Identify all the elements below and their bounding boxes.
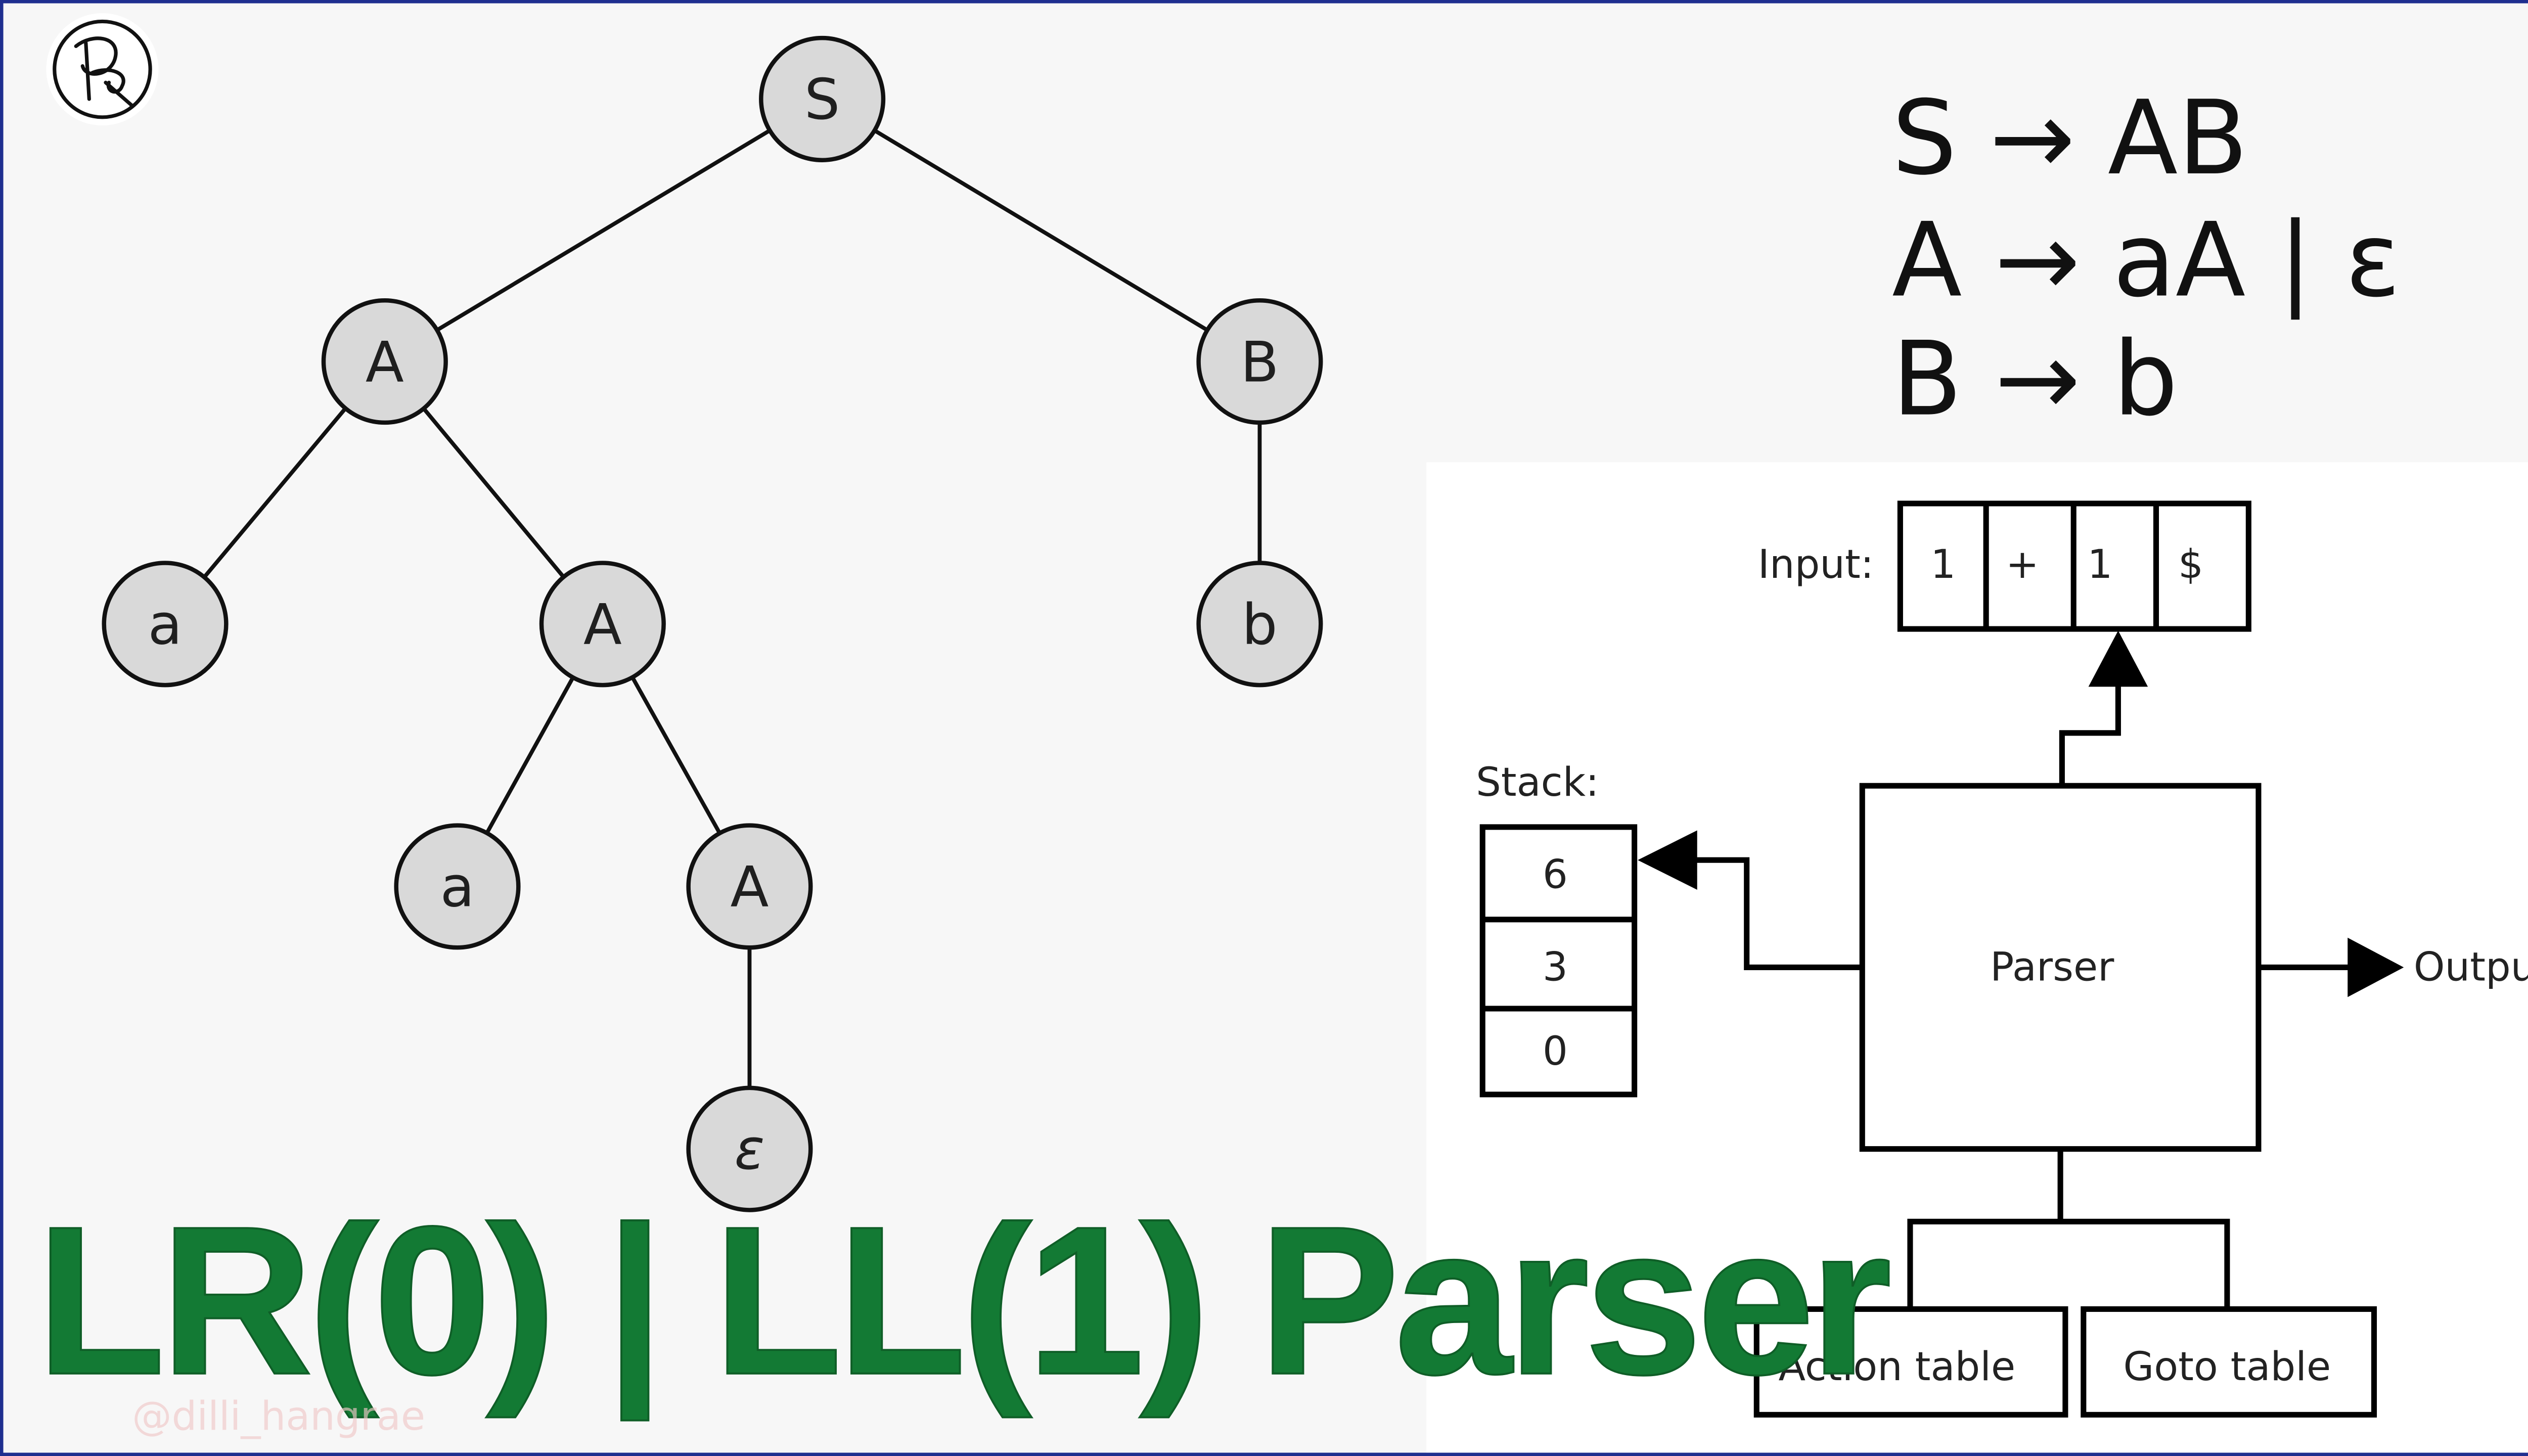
action-table-label: Action table: [1778, 1344, 2015, 1390]
tree-node-circle: [321, 298, 448, 425]
tree-node-circle: [394, 823, 521, 950]
tree-node-A3: A: [686, 823, 813, 950]
stack-label: Stack:: [1476, 759, 1599, 805]
parser-to-stack-wire: [1694, 857, 1863, 971]
watermark-text: @dilli_hangrae: [132, 1393, 425, 1439]
tree-node-a2: a: [394, 823, 521, 950]
parser-box: [1859, 783, 2262, 1152]
logo-seal: [46, 13, 159, 126]
stack: 6 3 0: [1479, 824, 1638, 1098]
tree-node-a1: a: [102, 561, 229, 688]
parser-label: Parser: [1990, 944, 2114, 990]
tree-node-eps: ε: [686, 1085, 813, 1212]
tree-node-S: S: [759, 35, 886, 162]
grammar-rule-b: B → b: [1892, 320, 2178, 439]
tree-node-label: A: [730, 855, 769, 920]
stack-cell: 3: [1543, 944, 1568, 990]
input-cell: $: [2178, 541, 2203, 587]
tree-node-label: S: [804, 67, 840, 132]
stack-arrowhead: [1638, 830, 1697, 890]
stack-frame: [1479, 824, 1638, 1098]
tree-node-label: A: [583, 592, 622, 657]
input-tape: 1 + 1 $: [1897, 500, 2251, 632]
stack-cell: 0: [1543, 1028, 1568, 1074]
tree-node-B: B: [1196, 298, 1323, 425]
parser-to-input-wire: [2059, 683, 2121, 786]
tree-node-A2: A: [539, 561, 666, 688]
goto-table-label: Goto table: [2124, 1344, 2331, 1390]
tree-node-label: a: [148, 592, 183, 657]
tree-node-A1: A: [321, 298, 448, 425]
grammar-rule-a: A → aA | ε: [1892, 200, 2401, 320]
tree-node-label: b: [1242, 592, 1277, 657]
title-text: LR(0) | LL(1) Parser: [36, 1182, 1889, 1423]
grammar-rules: S → AB A → aA | ε B → b: [1892, 78, 2401, 439]
tree-node-circle: [539, 561, 666, 688]
stack-cell: 6: [1543, 852, 1568, 898]
tree-node-label: A: [366, 330, 404, 395]
tree-node-circle: [686, 823, 813, 950]
tree-node-label: ε: [734, 1117, 764, 1182]
tree-node-b: b: [1196, 561, 1323, 688]
tree-edge-S-B: [821, 97, 1261, 363]
tree-node-circle: [102, 561, 229, 688]
tree-node-circle: [1196, 561, 1323, 688]
tree-node-circle: [1196, 298, 1323, 425]
tree-node-circle: [759, 35, 886, 162]
output-arrowhead: [2348, 937, 2404, 997]
input-label: Input:: [1758, 541, 1874, 587]
tree-node-circle: [686, 1085, 813, 1212]
input-cell: 1: [1930, 541, 1956, 587]
input-cell: 1: [2088, 541, 2113, 587]
input-cell: +: [2006, 541, 2039, 587]
grammar-rule-s: S → AB: [1892, 78, 2248, 198]
tables-branch-wire: [1907, 1218, 2230, 1309]
tree-node-label: B: [1240, 330, 1279, 395]
parser-diagram: Input: 1 + 1 $ Stack:: [1476, 500, 2528, 1418]
tree-node-label: a: [440, 855, 474, 920]
tree-edge-S-A1: [383, 97, 824, 363]
goto-table-box: [2081, 1306, 2377, 1418]
output-label: Output: [2414, 944, 2528, 990]
action-table-box: [1753, 1306, 2068, 1418]
input-arrowhead: [2088, 630, 2148, 687]
